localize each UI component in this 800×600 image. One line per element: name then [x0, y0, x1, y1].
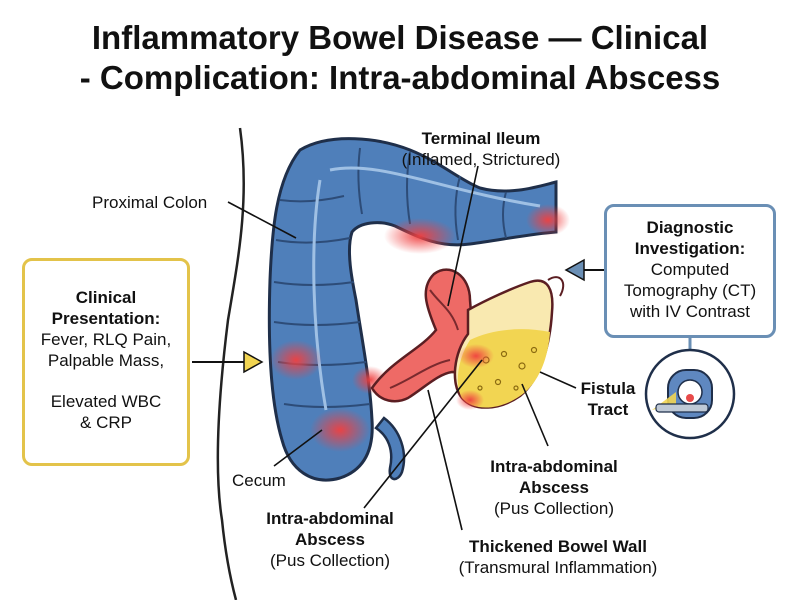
label-thickened-wall: Thickened Bowel Wall (Transmural Inflamm… [440, 536, 676, 578]
clinical-line1: Fever, RLQ Pain, [40, 330, 172, 349]
label-terminal-ileum-sub: (Inflamed, Strictured) [401, 150, 561, 169]
label-abscess-left: Intra-abdominal Abscess (Pus Collection) [256, 508, 404, 571]
clinical-line4: & CRP [80, 413, 132, 432]
leader-lines [227, 165, 577, 531]
label-fistula-line1: Fistula [580, 379, 636, 398]
diagnostic-heading-line1: Diagnostic [646, 218, 734, 237]
clinical-line2: Palpable Mass, [47, 351, 165, 370]
label-terminal-ileum: Terminal Ileum (Inflamed, Strictured) [394, 128, 568, 170]
label-abscess-left-line1: Intra-abdominal [266, 509, 394, 528]
label-thickened-sub: (Transmural Inflammation) [458, 558, 658, 577]
arrow-right-icon [192, 350, 264, 374]
label-proximal-colon: Proximal Colon [92, 193, 208, 212]
label-fistula-tract: Fistula Tract [576, 378, 640, 420]
clinical-line3: Elevated WBC [50, 392, 162, 411]
clinical-heading-line2: Presentation: [51, 309, 161, 328]
appendix [374, 416, 406, 481]
title-line-2: - Complication: Intra-abdominal Abscess [79, 59, 721, 96]
diagnostic-investigation-box: Diagnostic Investigation: Computed Tomog… [604, 204, 776, 338]
diagnostic-line1: Computed [650, 260, 730, 279]
page-title: Inflammatory Bowel Disease — Clinical - … [0, 18, 800, 98]
label-abscess-right-line2: Abscess [519, 478, 589, 497]
clinical-presentation-box: Clinical Presentation: Fever, RLQ Pain, … [22, 258, 190, 466]
label-thickened-title: Thickened Bowel Wall [469, 537, 647, 556]
diagnostic-line3: with IV Contrast [630, 302, 750, 321]
label-fistula-line2: Tract [587, 400, 629, 419]
label-terminal-ileum-title: Terminal Ileum [421, 129, 541, 148]
diagnostic-line2: Tomography (CT) [623, 281, 757, 300]
label-abscess-left-sub: (Pus Collection) [270, 551, 390, 570]
body-outline [216, 127, 245, 600]
diagnostic-heading-line2: Investigation: [634, 239, 746, 258]
arrow-left-icon [564, 258, 604, 282]
label-abscess-right-sub: (Pus Collection) [494, 499, 614, 518]
colon-body [267, 137, 558, 482]
title-line-1: Inflammatory Bowel Disease — Clinical [91, 19, 709, 56]
label-cecum: Cecum [232, 471, 286, 490]
ct-scanner-icon [644, 338, 736, 440]
clinical-heading-line1: Clinical [75, 288, 137, 307]
label-abscess-right-line1: Intra-abdominal [490, 457, 618, 476]
label-abscess-left-line2: Abscess [295, 530, 365, 549]
label-abscess-right: Intra-abdominal Abscess (Pus Collection) [480, 456, 628, 519]
